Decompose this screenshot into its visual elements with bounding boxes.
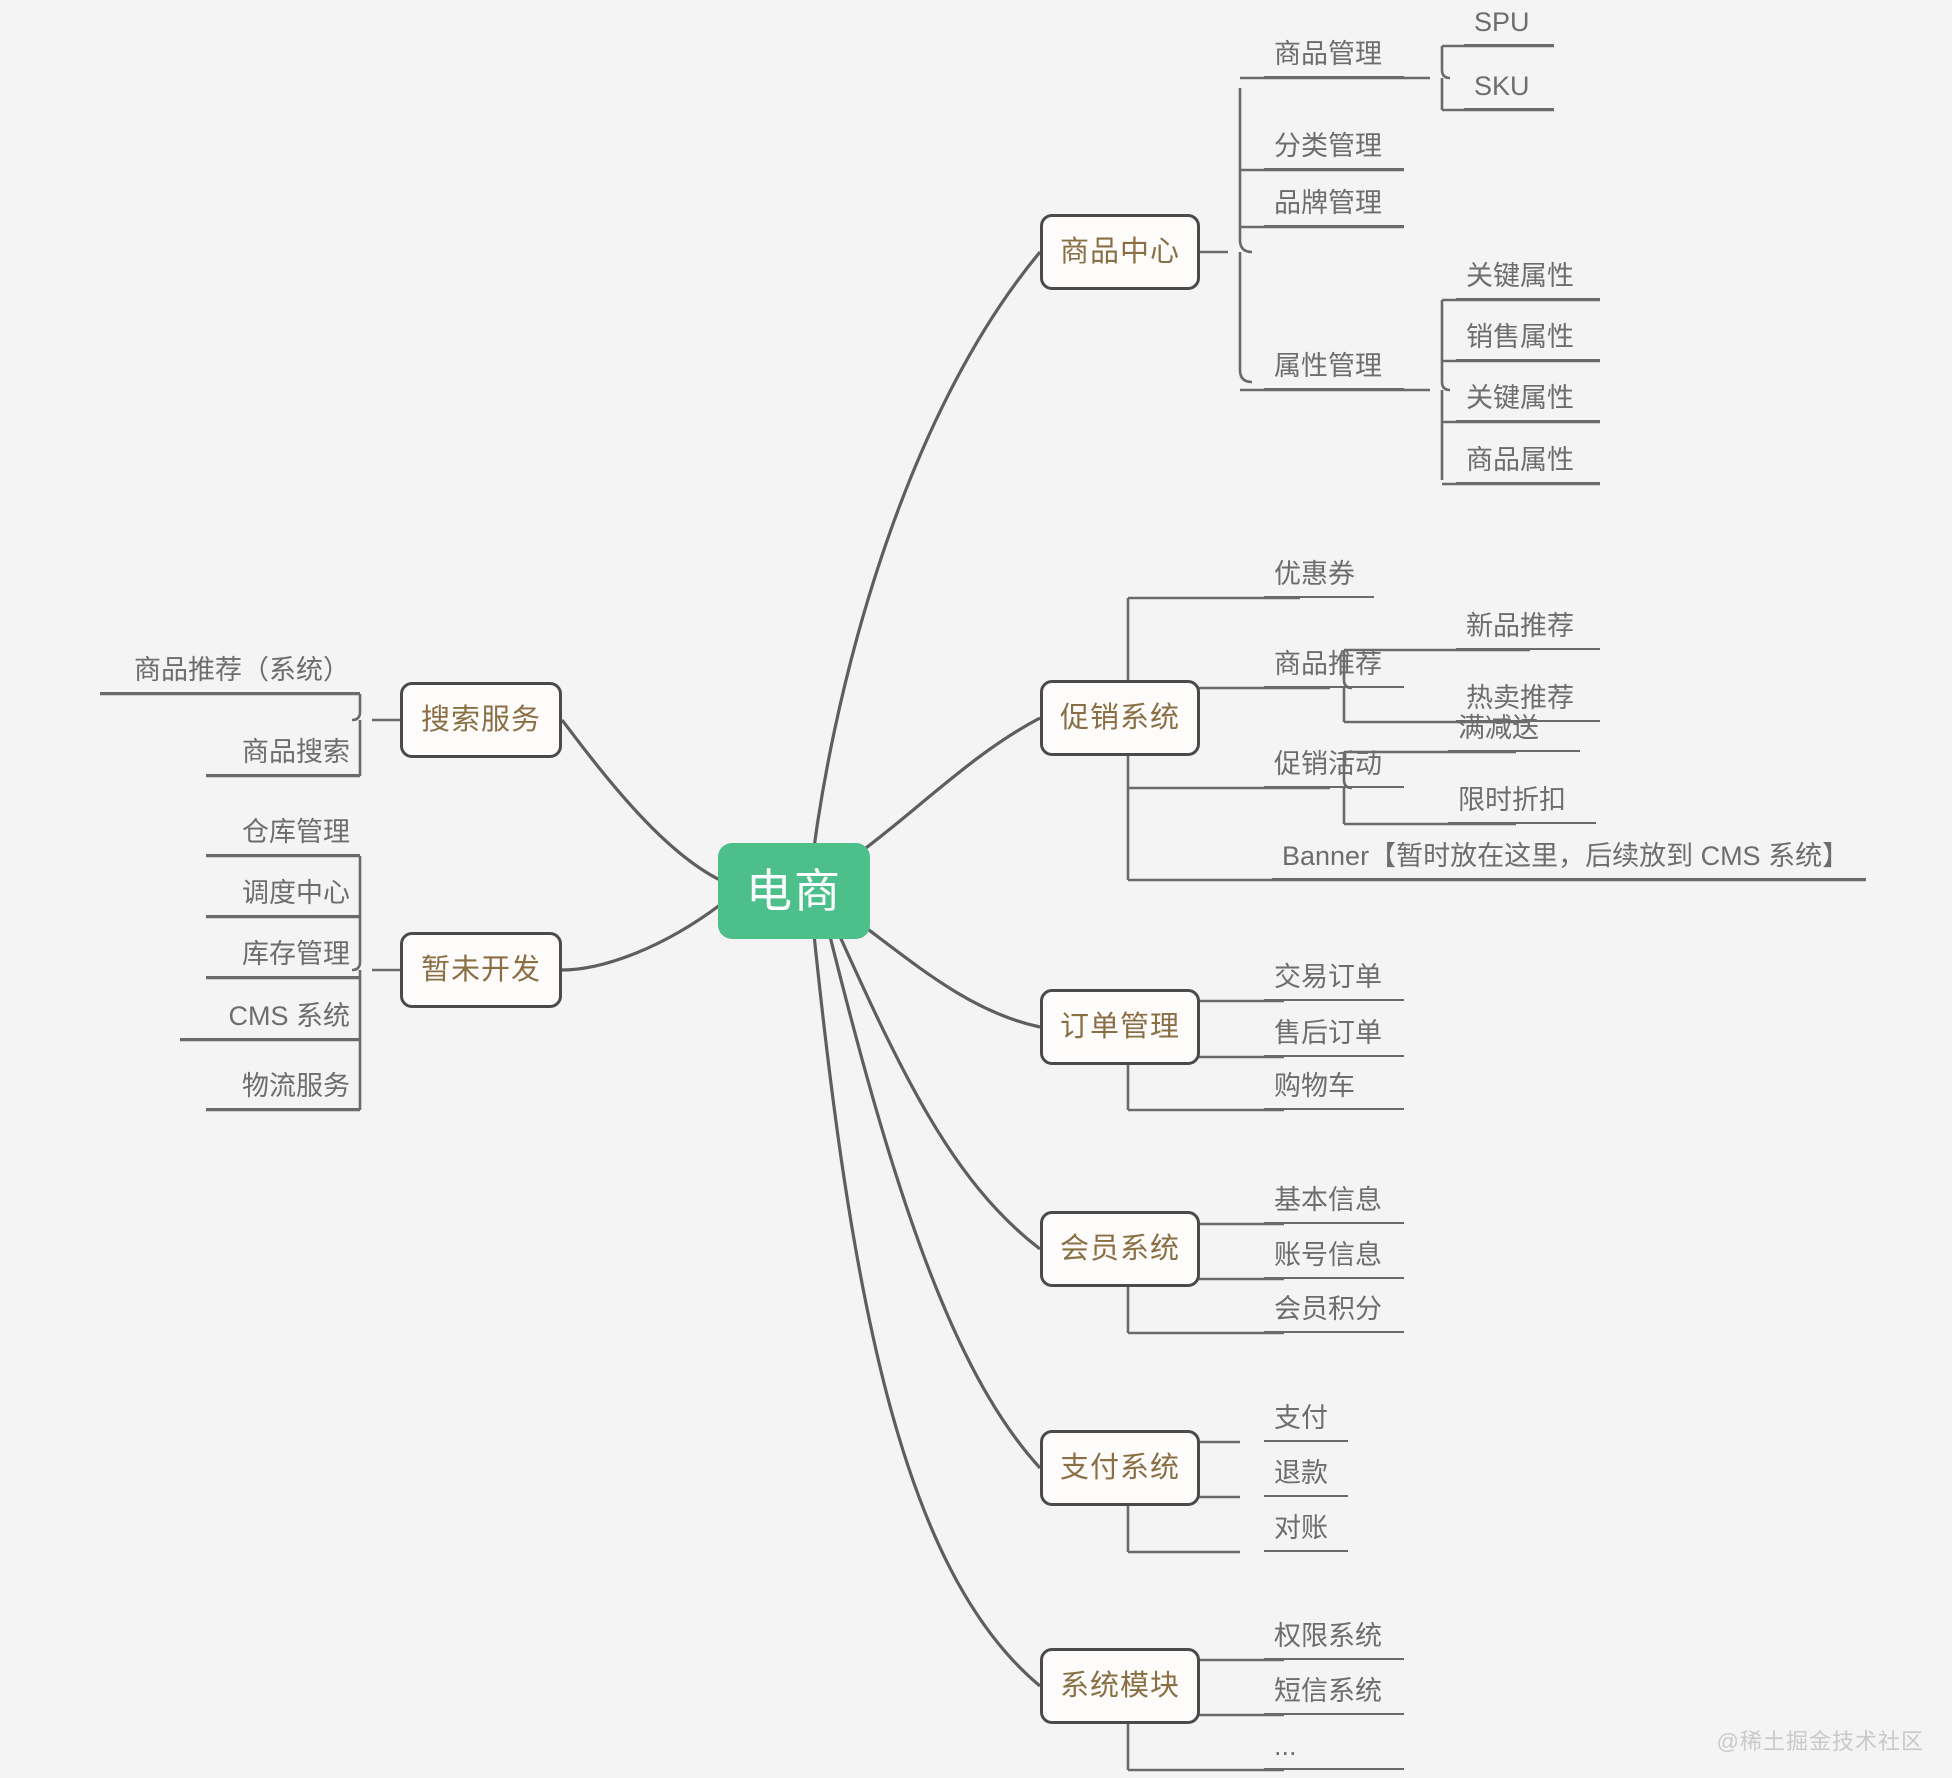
leaf-inventory-manage[interactable]: 库存管理	[206, 932, 360, 978]
leaf-hot-sale-recommend[interactable]: 热卖推荐	[1456, 676, 1600, 722]
branch-search-service[interactable]: 搜索服务	[400, 682, 562, 758]
leaf-product-search[interactable]: 商品搜索	[206, 730, 360, 776]
leaf-coupon[interactable]: 优惠券	[1264, 552, 1374, 598]
edge-pm-up	[1440, 46, 1451, 80]
leaf-product-attribute[interactable]: 商品属性	[1456, 439, 1600, 484]
edge-root-notdev	[561, 903, 721, 972]
leaf-shopping-cart[interactable]: 购物车	[1264, 1064, 1404, 1110]
leaf-key-attribute-1[interactable]: 关键属性	[1456, 255, 1600, 300]
leaf-new-product-recommend[interactable]: 新品推荐	[1456, 604, 1600, 650]
edge-ss-up	[351, 694, 362, 722]
edge-root-product-center	[808, 250, 1042, 881]
edge-root-system	[810, 914, 1042, 1688]
leaf-more-ellipsis[interactable]: ...	[1264, 1724, 1404, 1770]
leaf-basic-info[interactable]: 基本信息	[1264, 1178, 1404, 1224]
leaf-sales-attribute[interactable]: 销售属性	[1456, 316, 1600, 361]
root-node[interactable]: 电商	[718, 843, 870, 939]
leaf-product-recommend-system[interactable]: 商品推荐（系统）	[100, 648, 360, 694]
branch-system-module[interactable]: 系统模块	[1040, 1648, 1200, 1724]
leaf-key-attribute-2[interactable]: 关键属性	[1456, 377, 1600, 422]
leaf-permission-system[interactable]: 权限系统	[1264, 1614, 1404, 1660]
edge-root-payment	[822, 911, 1042, 1470]
edge-pc-up	[1238, 88, 1253, 254]
edge-root-search	[560, 719, 721, 882]
leaf-payment[interactable]: 支付	[1264, 1396, 1348, 1442]
branch-promotion-system[interactable]: 促销系统	[1040, 680, 1200, 756]
branch-member-system[interactable]: 会员系统	[1040, 1211, 1200, 1287]
watermark: @稀土掘金技术社区	[1716, 1729, 1924, 1754]
leaf-category-manage[interactable]: 分类管理	[1264, 124, 1404, 170]
leaf-account-info[interactable]: 账号信息	[1264, 1233, 1404, 1279]
leaf-product-manage[interactable]: 商品管理	[1264, 32, 1404, 78]
leaf-member-points[interactable]: 会员积分	[1264, 1287, 1404, 1333]
branch-product-center[interactable]: 商品中心	[1040, 214, 1200, 290]
leaf-dispatch-center[interactable]: 调度中心	[206, 871, 360, 917]
leaf-trade-order[interactable]: 交易订单	[1264, 955, 1404, 1001]
leaf-cms-system[interactable]: CMS 系统	[180, 994, 360, 1040]
leaf-sku[interactable]: SKU	[1464, 68, 1554, 110]
leaf-reconciliation[interactable]: 对账	[1264, 1506, 1348, 1552]
leaf-refund[interactable]: 退款	[1264, 1451, 1348, 1497]
edge-pc-down	[1238, 252, 1253, 384]
leaf-promotion-activity[interactable]: 促销活动	[1264, 742, 1404, 788]
branch-order-management[interactable]: 订单管理	[1040, 989, 1200, 1065]
edge-root-member	[826, 909, 1041, 1251]
edge-am-up	[1440, 300, 1451, 392]
leaf-sms-system[interactable]: 短信系统	[1264, 1669, 1404, 1715]
leaf-product-recommend[interactable]: 商品推荐	[1264, 642, 1404, 688]
leaf-after-sales-order[interactable]: 售后订单	[1264, 1011, 1404, 1057]
leaf-attribute-manage[interactable]: 属性管理	[1264, 344, 1404, 390]
leaf-spu[interactable]: SPU	[1464, 4, 1554, 46]
branch-payment-system[interactable]: 支付系统	[1040, 1430, 1200, 1506]
leaf-brand-manage[interactable]: 品牌管理	[1264, 181, 1404, 227]
leaf-limited-time-discount[interactable]: 限时折扣	[1448, 778, 1596, 824]
branch-not-developed[interactable]: 暂未开发	[400, 932, 562, 1008]
leaf-logistics-service[interactable]: 物流服务	[206, 1064, 360, 1110]
leaf-banner-note[interactable]: Banner【暂时放在这里，后续放到 CMS 系统】	[1272, 834, 1866, 880]
leaf-full-discount[interactable]: 满减送	[1448, 706, 1580, 752]
leaf-warehouse-manage[interactable]: 仓库管理	[206, 810, 360, 856]
